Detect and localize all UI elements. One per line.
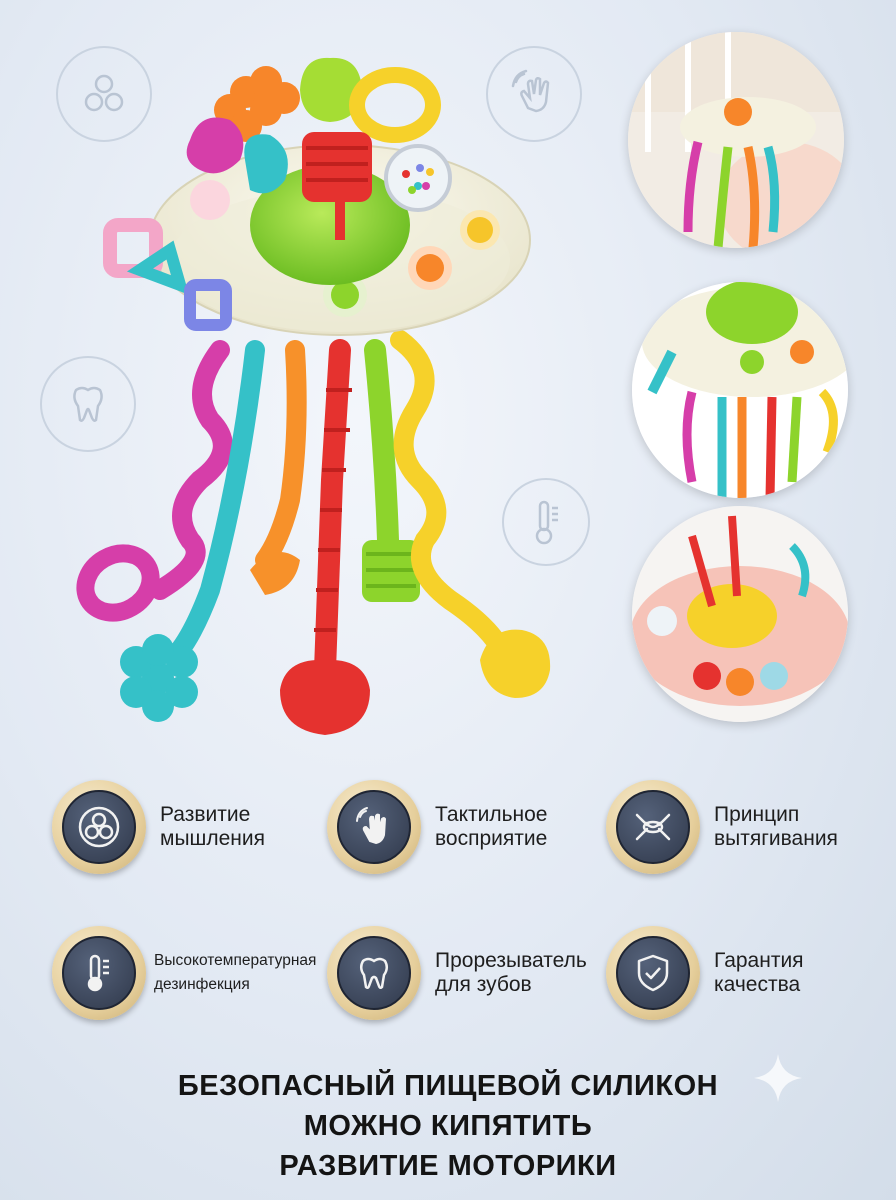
feature-label: Гарантия качества xyxy=(714,949,804,996)
footer-line-1: БЕЗОПАСНЫЙ ПИЩЕВОЙ СИЛИКОН xyxy=(177,1070,719,1102)
feature-thinking-development: Развитие мышления xyxy=(52,780,265,874)
sparkle-icon xyxy=(754,1054,802,1102)
feature-label: Принцип вытягивания xyxy=(714,803,838,850)
feature-badge xyxy=(327,780,421,874)
thermometer-icon xyxy=(87,954,109,992)
feature-badge xyxy=(52,926,146,1020)
hand-wave-icon xyxy=(356,807,387,845)
photo-toy-closeup xyxy=(632,282,848,498)
bg-tooth-icon xyxy=(40,356,136,452)
feature-quality-guarantee: Гарантия качества xyxy=(606,926,804,1020)
feature-badge xyxy=(327,926,421,1020)
footer-text: БЕЗОПАСНЫЙ ПИЩЕВОЙ СИЛИКОН МОЖНО КИПЯТИТ… xyxy=(0,1066,896,1186)
product-image xyxy=(40,30,600,760)
footer-line-3: РАЗВИТИЕ МОТОРИКИ xyxy=(279,1150,617,1182)
feature-label: Развитие мышления xyxy=(160,803,266,850)
knot-icon xyxy=(635,813,671,841)
feature-label: Прорезыватель для зубов xyxy=(435,949,587,996)
bg-hand-wave-icon xyxy=(486,46,582,142)
bg-thermometer-icon xyxy=(502,478,590,566)
feature-tactile-perception: Тактильное восприятие xyxy=(327,780,548,874)
feature-label: Тактильное восприятие xyxy=(435,803,548,850)
photo-pink-toy xyxy=(632,506,848,722)
feature-high-temp-disinfection: Высокотемпературная дезинфекция xyxy=(52,926,316,1020)
feature-teether: Прорезыватель для зубов xyxy=(327,926,587,1020)
photo-baby-with-toy xyxy=(628,32,844,248)
feature-badge xyxy=(606,780,700,874)
shield-check-icon xyxy=(637,954,669,992)
circles-icon xyxy=(78,806,120,848)
feature-label: Высокотемпературная дезинфекция xyxy=(154,952,317,993)
tooth-icon xyxy=(360,957,388,990)
footer-line-2: МОЖНО КИПЯТИТЬ xyxy=(303,1110,593,1142)
feature-pull-principle: Принцип вытягивания xyxy=(606,780,838,874)
feature-badge xyxy=(606,926,700,1020)
feature-badge xyxy=(52,780,146,874)
bg-circles-icon xyxy=(56,46,152,142)
